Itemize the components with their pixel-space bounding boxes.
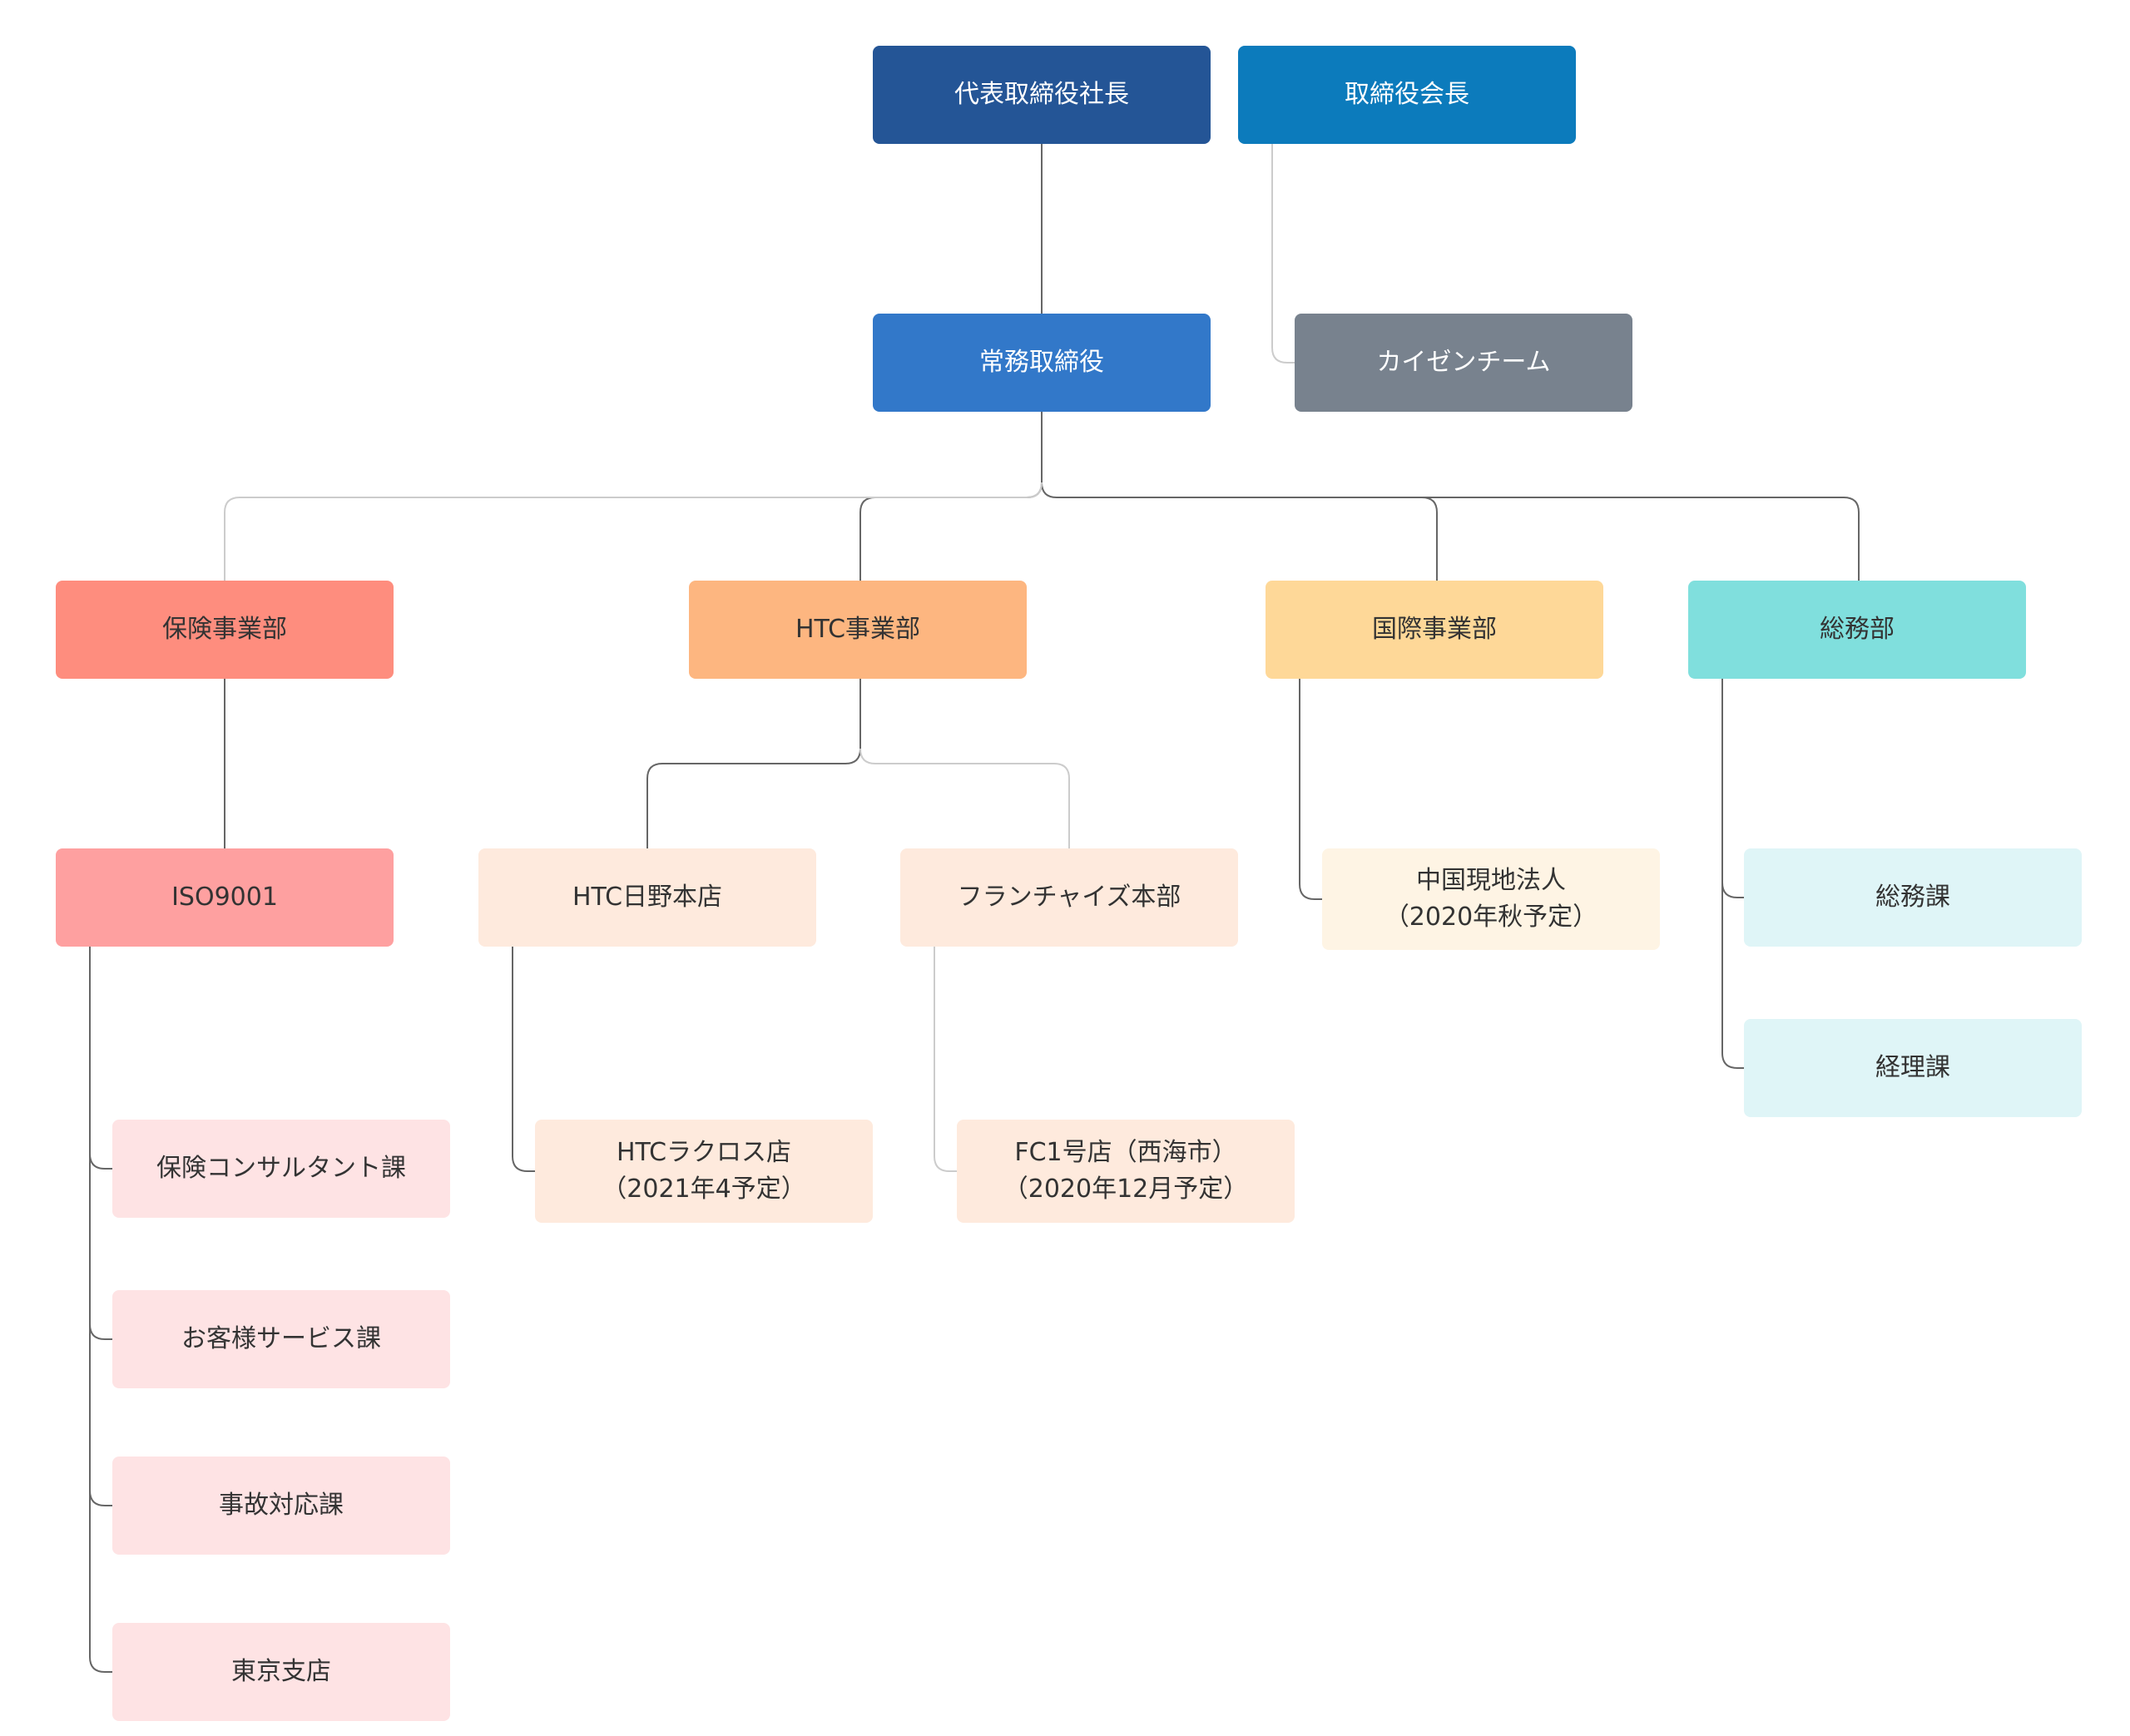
node-customer-service-section[interactable]: お客様サービス課 (112, 1290, 450, 1388)
node-franchise-headquarters[interactable]: フランチャイズ本部 (900, 848, 1238, 947)
node-accounting-section[interactable]: 経理課 (1744, 1019, 2082, 1117)
connector-iso-sections (89, 947, 112, 1673)
node-label: 経理課 (1875, 1053, 1950, 1082)
node-label: 総務部 (1820, 615, 1895, 644)
connector-chairman-kaizen (1271, 144, 1295, 364)
node-label: 取締役会長 (1345, 80, 1469, 109)
connector-managing-insurance (224, 482, 1043, 581)
node-label: 総務課 (1875, 883, 1950, 912)
node-htc-division[interactable]: HTC事業部 (689, 581, 1027, 679)
node-general-affairs-section[interactable]: 総務課 (1744, 848, 2082, 947)
node-label: HTC事業部 (795, 615, 921, 644)
node-fc1-store[interactable]: FC1号店（西海市） （2020年12月予定） (957, 1120, 1295, 1223)
node-htc-lacross-store[interactable]: HTCラクロス店 （2021年4予定） (535, 1120, 873, 1223)
connector-managing-right (1041, 482, 1438, 581)
node-label: 中国現地法人 （2020年秋予定） (1384, 866, 1598, 932)
node-label: 常務取締役 (979, 348, 1104, 377)
node-label: 国際事業部 (1372, 615, 1497, 644)
connector-franchise-fc1 (934, 947, 957, 1172)
node-managing-director[interactable]: 常務取締役 (873, 314, 1211, 412)
connector-intl-china (1299, 679, 1322, 900)
connector-iso-service (89, 1323, 112, 1340)
node-kaizen-team[interactable]: カイゼンチーム (1295, 314, 1632, 412)
node-accident-response-section[interactable]: 事故対応課 (112, 1457, 450, 1555)
node-iso9001[interactable]: ISO9001 (56, 848, 394, 947)
connector-ga-gasec (1721, 882, 1744, 898)
node-label: FC1号店（西海市） （2020年12月予定） (1003, 1138, 1249, 1204)
connector-managing-trunk (859, 412, 1043, 581)
node-label: HTC日野本店 (572, 883, 723, 912)
node-chairman[interactable]: 取締役会長 (1238, 46, 1576, 144)
node-insurance-division[interactable]: 保険事業部 (56, 581, 394, 679)
node-tokyo-branch[interactable]: 東京支店 (112, 1623, 450, 1721)
node-label: 東京支店 (231, 1657, 331, 1686)
node-label: 事故対応課 (219, 1491, 344, 1520)
connector-ga-sections (1721, 679, 1744, 1069)
connector-iso-accident (89, 1490, 112, 1506)
connector-htc-franchise (859, 748, 1070, 848)
node-label: 保険事業部 (162, 615, 287, 644)
node-china-subsidiary[interactable]: 中国現地法人 （2020年秋予定） (1322, 848, 1660, 950)
node-label: お客様サービス課 (181, 1324, 381, 1353)
node-general-affairs-department[interactable]: 総務部 (1688, 581, 2026, 679)
connector-to-general-affairs (1422, 497, 1860, 581)
node-label: フランチャイズ本部 (957, 883, 1181, 912)
node-label: カイゼンチーム (1376, 348, 1551, 377)
node-label: 代表取締役社長 (954, 80, 1129, 109)
node-htc-hino-main-store[interactable]: HTC日野本店 (478, 848, 816, 947)
connector-htc-hino (646, 679, 861, 848)
connector-hino-lacross (512, 947, 535, 1172)
node-label: HTCラクロス店 （2021年4予定） (602, 1138, 806, 1204)
node-international-division[interactable]: 国際事業部 (1266, 581, 1603, 679)
connector-iso-consult (89, 1153, 112, 1170)
node-label: ISO9001 (171, 883, 278, 912)
node-president[interactable]: 代表取締役社長 (873, 46, 1211, 144)
node-label: 保険コンサルタント課 (156, 1154, 406, 1183)
node-insurance-consultant-section[interactable]: 保険コンサルタント課 (112, 1120, 450, 1218)
